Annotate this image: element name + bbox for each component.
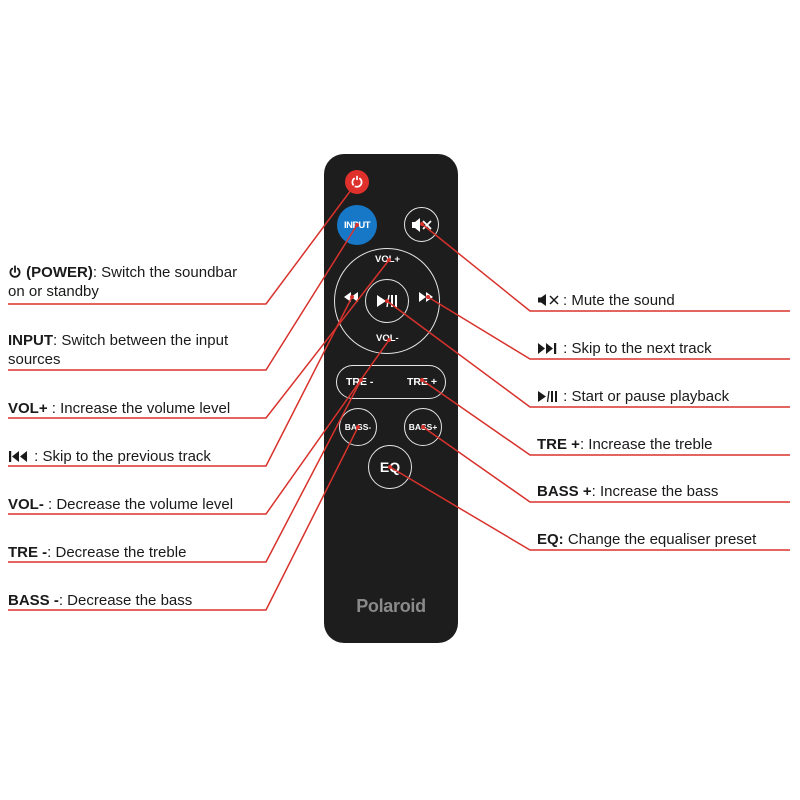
callout-text: : Decrease the treble	[47, 544, 187, 561]
callout-text: : Switch between the input	[53, 332, 229, 349]
skip-next-button[interactable]	[419, 292, 433, 302]
callout-bold: VOL+	[8, 400, 48, 417]
callout-bass-down: BASS -: Decrease the bass	[8, 591, 192, 610]
callout-text: Change the equaliser preset	[563, 531, 757, 548]
power-icon	[8, 265, 22, 279]
callout-text: : Mute the sound	[563, 292, 675, 309]
skip-previous-icon	[8, 450, 30, 463]
callout-text: : Increase the treble	[579, 436, 713, 453]
skip-previous-button[interactable]	[344, 292, 358, 302]
callout-text: : Skip to the previous track	[30, 448, 211, 465]
callout-text-line2: on or standby	[8, 283, 99, 300]
callout-vol-down: VOL- : Decrease the volume level	[8, 495, 233, 514]
callout-vol-up: VOL+ : Increase the volume level	[8, 399, 230, 418]
eq-button[interactable]: EQ	[368, 445, 412, 489]
fast-forward-icon	[419, 292, 433, 302]
rewind-icon	[344, 292, 358, 302]
brand-logo: Polaroid	[356, 596, 426, 616]
callout-bold: TRE -	[8, 544, 48, 561]
callout-skip-previous: : Skip to the previous track	[8, 447, 211, 466]
callout-play-pause: : Start or pause playback	[537, 387, 729, 406]
callout-bold: (POWER)	[26, 264, 93, 281]
mute-button[interactable]	[404, 207, 439, 242]
vol-down-button[interactable]: VOL-	[376, 333, 399, 344]
play-pause-button[interactable]	[365, 279, 409, 323]
leader-line-prev	[8, 296, 353, 467]
callout-bold: BASS -	[8, 592, 59, 609]
callout-power: (POWER): Switch the soundbar on or stand…	[8, 263, 237, 301]
play-pause-icon	[537, 390, 559, 403]
callout-bold: BASS +	[537, 483, 592, 500]
callout-text: : Decrease the volume level	[43, 496, 234, 513]
callout-text: : Increase the volume level	[47, 400, 231, 417]
callout-text-line2: sources	[8, 351, 61, 368]
callout-text: : Skip to the next track	[559, 340, 712, 357]
callout-text: : Start or pause playback	[559, 388, 730, 405]
callout-bass-up: BASS +: Increase the bass	[537, 482, 718, 501]
callout-treble-up: TRE +: Increase the treble	[537, 435, 713, 454]
callout-text: : Increase the bass	[591, 483, 719, 500]
callout-bold: EQ:	[537, 531, 564, 548]
vol-up-button[interactable]: VOL+	[375, 254, 401, 265]
mute-icon	[537, 293, 563, 307]
play-pause-icon	[377, 294, 397, 308]
power-icon	[351, 175, 363, 188]
power-button[interactable]	[345, 170, 369, 194]
callout-input: INPUT: Switch between the input sources	[8, 331, 228, 369]
treble-down-button[interactable]: TRE -	[346, 376, 374, 388]
bass-down-button[interactable]: BASS-	[339, 408, 377, 446]
callout-bold: INPUT	[8, 332, 53, 349]
callout-mute: : Mute the sound	[537, 291, 675, 310]
callout-treble-down: TRE -: Decrease the treble	[8, 543, 186, 562]
callout-bold: VOL-	[8, 496, 44, 513]
bass-up-button[interactable]: BASS+	[404, 408, 442, 446]
mute-icon	[411, 217, 432, 232]
input-button[interactable]: INPUT	[337, 205, 377, 245]
treble-up-button[interactable]: TRE +	[407, 376, 438, 388]
skip-next-icon	[537, 342, 559, 355]
callout-eq: EQ: Change the equaliser preset	[537, 530, 756, 549]
callout-bold: TRE +	[537, 436, 580, 453]
callout-text: : Decrease the bass	[58, 592, 193, 609]
callout-text: : Switch the soundbar	[92, 264, 238, 281]
callout-skip-next: : Skip to the next track	[537, 339, 712, 358]
